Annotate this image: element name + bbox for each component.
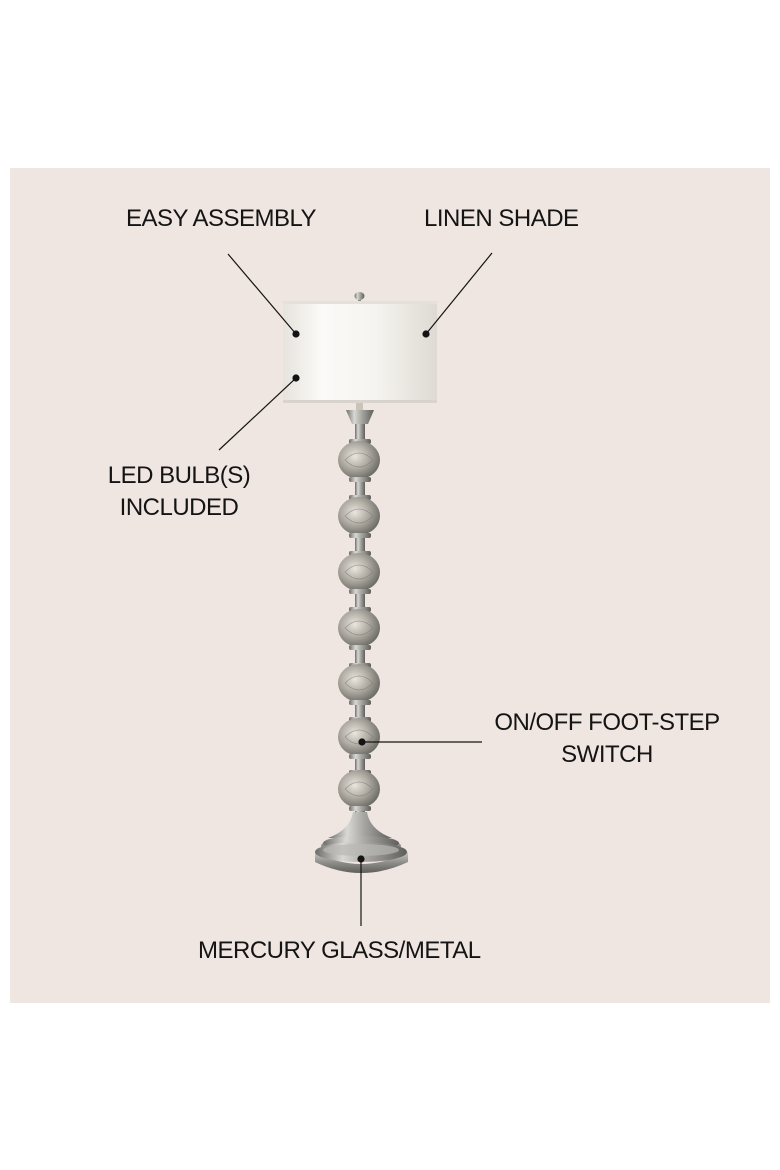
glass-ball — [338, 717, 380, 759]
easy-assembly-dot — [292, 330, 300, 338]
glass-ball — [338, 495, 380, 538]
lamp-neck — [346, 403, 374, 440]
glass-ball — [338, 551, 380, 594]
linen-shade-dot — [422, 330, 430, 338]
linen-shade-shape — [283, 301, 437, 403]
led-bulbs-dot — [292, 374, 300, 382]
foot-step-switch-dot — [358, 738, 366, 746]
linen-shade-leader — [425, 252, 493, 335]
material-label: MERCURY GLASS/METAL — [198, 937, 481, 964]
glass-ball — [338, 607, 380, 650]
lamp-base — [315, 812, 408, 873]
easy-assembly-label: EASY ASSEMBLY — [126, 205, 317, 232]
mercury-glass-balls — [338, 439, 380, 811]
glass-ball — [338, 663, 380, 705]
material-dot — [357, 855, 365, 863]
easy-assembly-leader — [227, 253, 297, 335]
led-bulbs-leader — [218, 377, 297, 451]
linen-shade-label: LINEN SHADE — [424, 205, 579, 232]
led-bulbs-label: LED BULB(S) INCLUDED — [107, 462, 251, 521]
glass-ball — [338, 439, 380, 482]
foot-step-switch-label: ON/OFF FOOT-STEP SWITCH — [494, 709, 720, 768]
glass-ball — [338, 770, 380, 811]
callout-leader-lines — [218, 252, 493, 926]
finial — [354, 292, 365, 302]
